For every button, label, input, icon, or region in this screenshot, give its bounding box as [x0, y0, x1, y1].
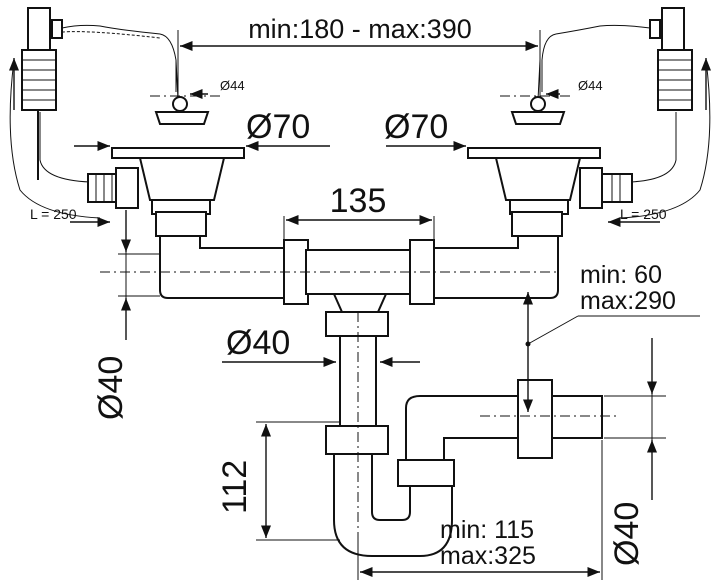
hose-left-label: L = 250 — [30, 206, 77, 222]
drop-dimension: min: 60 max:290 — [522, 261, 700, 412]
small-hole-right-label: Ø44 — [578, 78, 603, 93]
top-span-label: min:180 - max:390 — [248, 14, 472, 44]
bottle-trap: Ø40 — [222, 312, 620, 557]
connector-pipes: 135 — [100, 182, 563, 337]
drop-max-label: max:290 — [580, 287, 676, 315]
top-span-dimension: min:180 - max:390 — [177, 14, 541, 120]
right-outlet-label: Ø40 — [608, 502, 646, 566]
left-outlet-label: Ø40 — [92, 356, 130, 420]
bottom-max-label: max:325 — [440, 542, 536, 570]
trap-height-label: 112 — [216, 460, 254, 514]
hose-right-label: L = 250 — [620, 206, 667, 222]
trap-height-dimension: 112 — [216, 421, 340, 541]
sink-left-label: Ø70 — [246, 108, 310, 146]
bottom-min-label: min: 115 — [440, 516, 534, 544]
left-outlet-dimension: Ø40 — [92, 210, 160, 420]
right-overflow-assembly: L = 250 — [541, 7, 712, 228]
right-outlet-dimension: Ø40 — [604, 338, 666, 566]
right-strainer: Ø44 Ø70 — [384, 59, 633, 215]
sink-right-label: Ø70 — [384, 108, 448, 146]
pipe-inner-label: Ø40 — [226, 324, 290, 362]
drop-min-label: min: 60 — [580, 261, 662, 289]
left-overflow-assembly: L = 250 — [8, 7, 177, 228]
small-hole-left-label: Ø44 — [220, 78, 245, 93]
center-width-label: 135 — [330, 182, 387, 220]
bottom-dimension: min: 115 max:325 — [357, 440, 603, 580]
left-strainer: Ø44 Ø70 — [74, 59, 330, 215]
